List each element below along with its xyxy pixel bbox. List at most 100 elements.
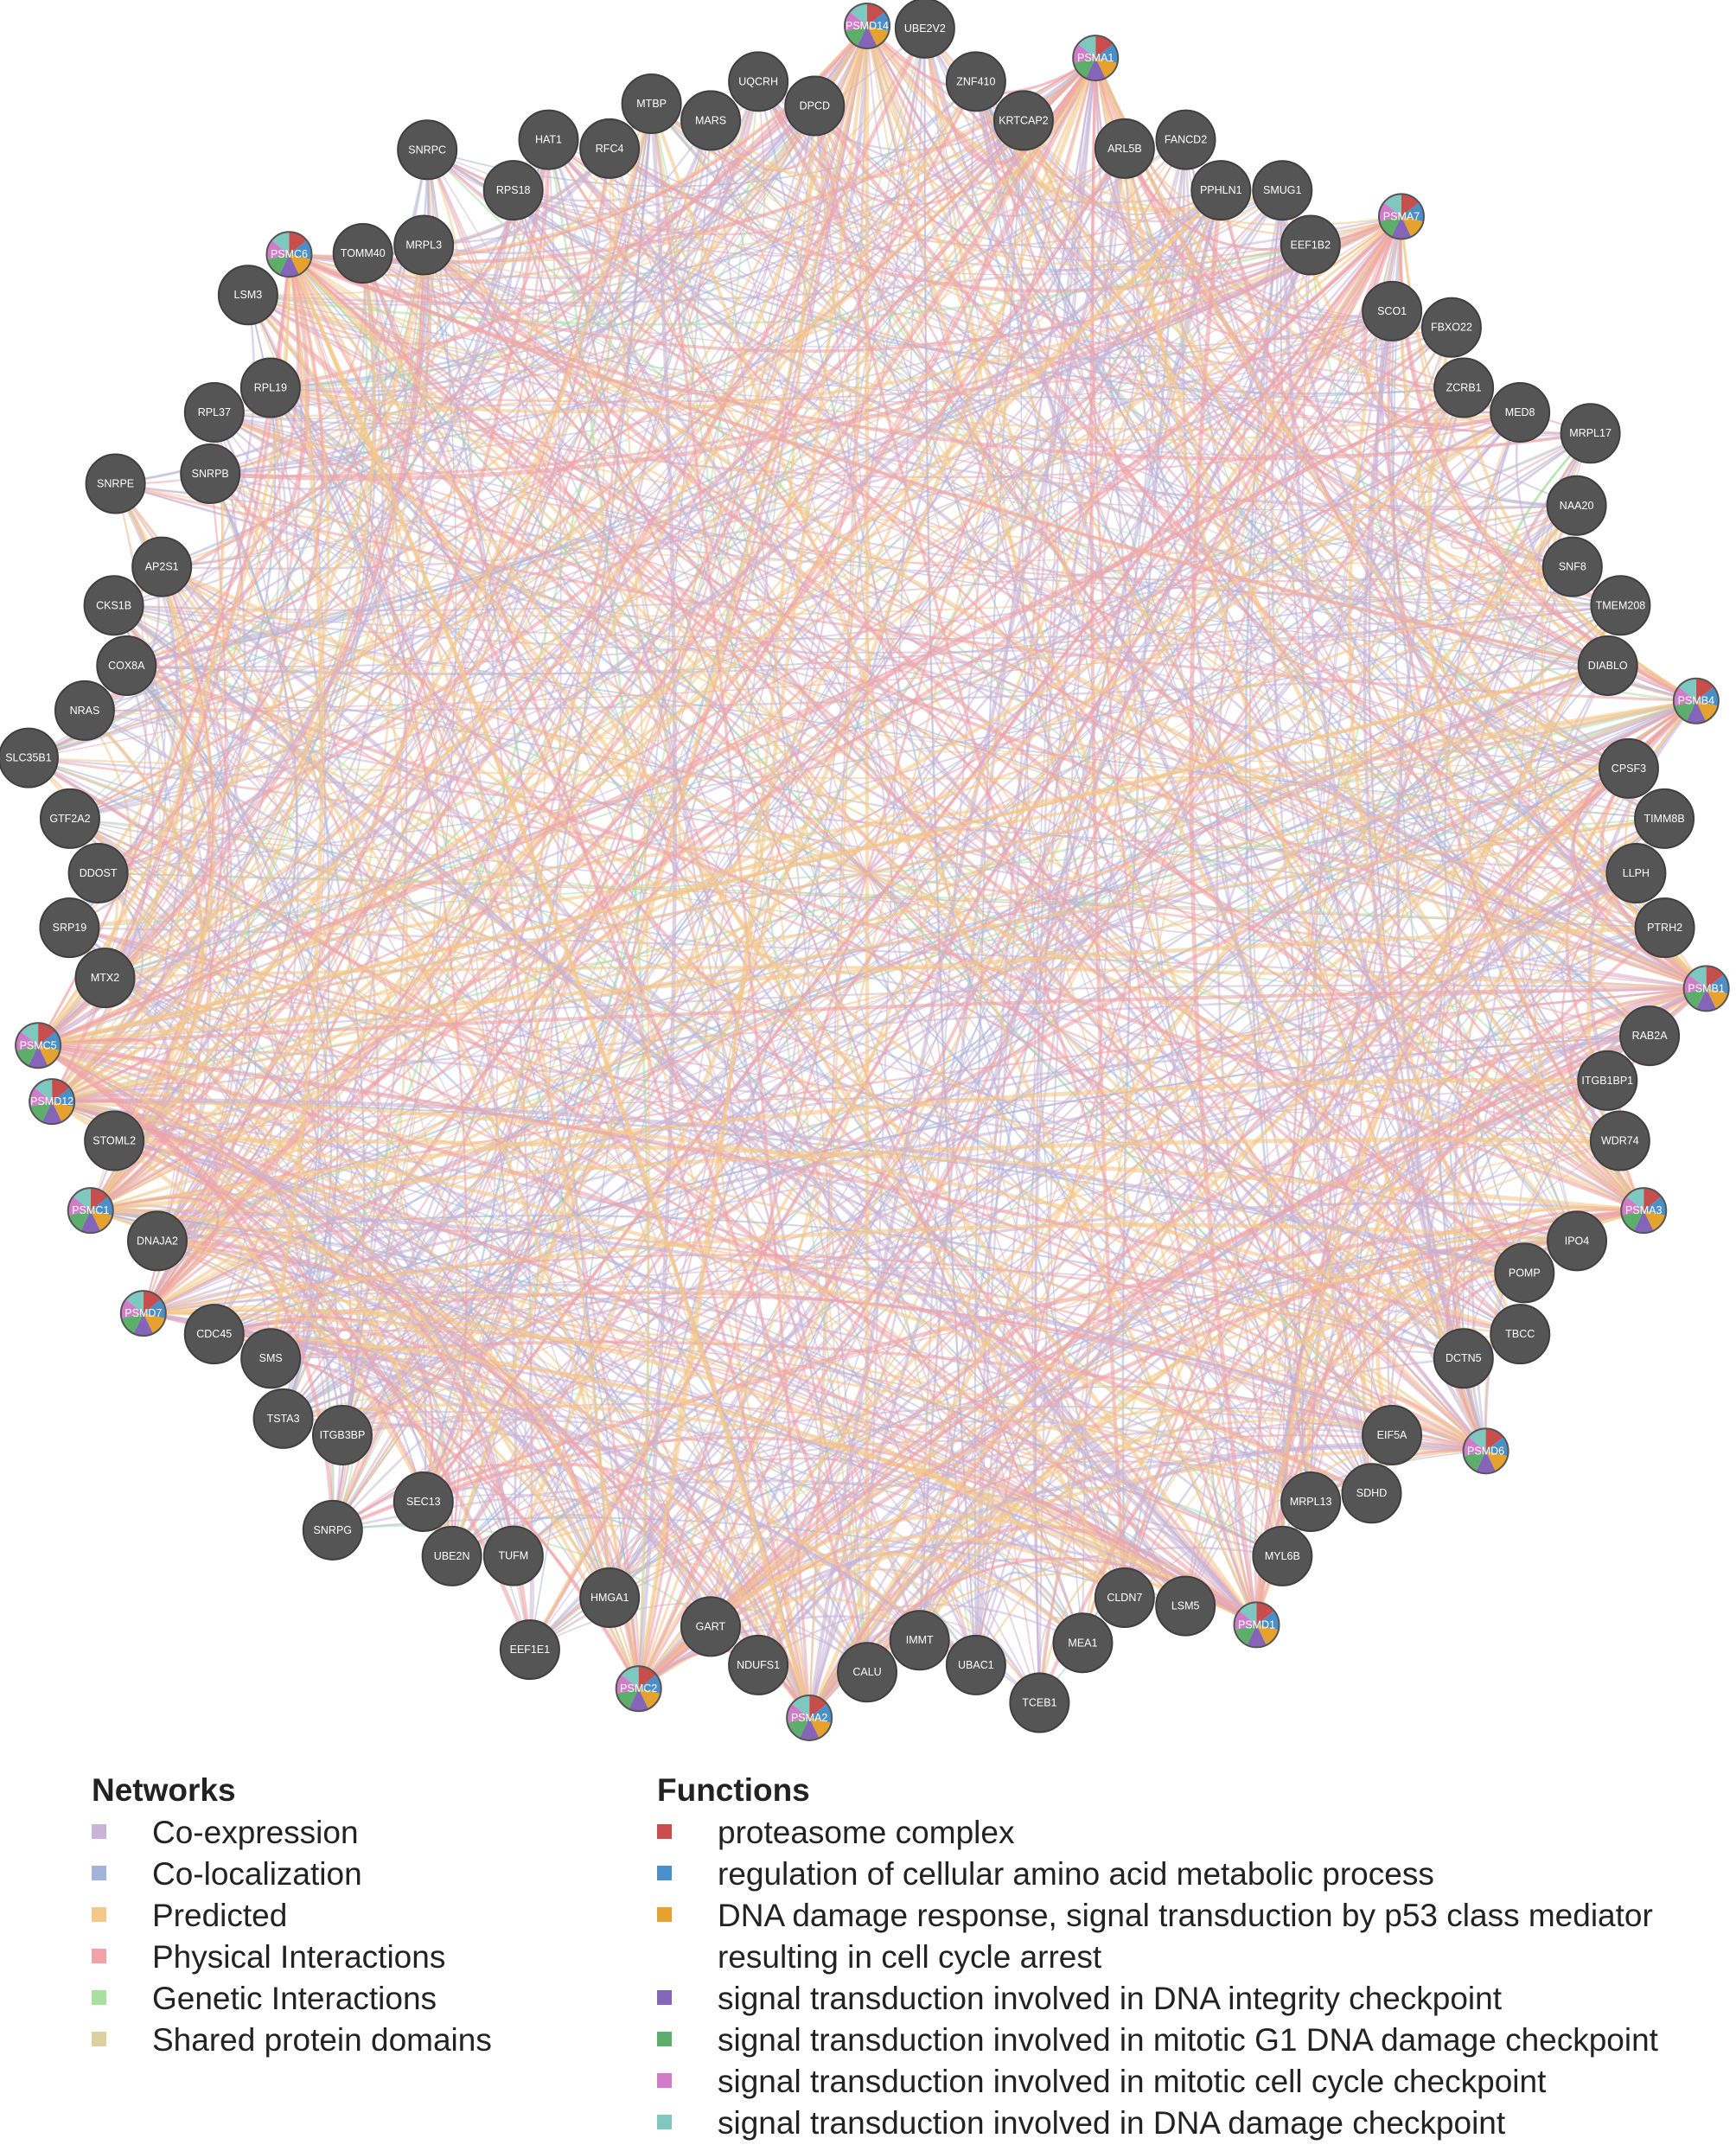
legend-item-shared-protein-domains[interactable]: Shared protein domains: [92, 2020, 628, 2061]
gene-node-zcrb1[interactable]: ZCRB1: [1433, 357, 1495, 418]
gene-node-naa20[interactable]: NAA20: [1546, 475, 1607, 536]
gene-node-mtx2[interactable]: MTX2: [74, 948, 136, 1009]
gene-node-ube2n[interactable]: UBE2N: [421, 1525, 482, 1586]
gene-node-rps18[interactable]: RPS18: [482, 160, 544, 221]
gene-node-psma7[interactable]: PSMA7: [1377, 193, 1425, 240]
legend-item-proteasome-complex[interactable]: proteasome complex: [657, 1812, 1733, 1854]
gene-node-sec13[interactable]: SEC13: [393, 1471, 454, 1533]
gene-node-ptrh2[interactable]: PTRH2: [1634, 897, 1695, 959]
gene-node-eef1b2[interactable]: EEF1B2: [1280, 214, 1341, 276]
gene-node-ddost[interactable]: DDOST: [67, 843, 129, 903]
gene-node-gart[interactable]: GART: [680, 1596, 741, 1657]
legend-item-co-localization[interactable]: Co-localization: [92, 1854, 628, 1895]
gene-node-med8[interactable]: MED8: [1490, 381, 1551, 443]
gene-node-mtbp[interactable]: MTBP: [621, 73, 682, 135]
gene-node-uqcrh[interactable]: UQCRH: [728, 51, 789, 112]
gene-node-psmb4[interactable]: PSMB4: [1672, 677, 1720, 724]
gene-node-dctn5[interactable]: DCTN5: [1433, 1328, 1494, 1389]
gene-node-immt[interactable]: IMMT: [889, 1610, 950, 1671]
gene-node-ipo4[interactable]: IPO4: [1547, 1210, 1608, 1272]
gene-node-psmd14[interactable]: PSMD14: [844, 3, 890, 49]
gene-node-srp19[interactable]: SRP19: [39, 897, 100, 959]
gene-node-slc35b1[interactable]: SLC35B1: [0, 727, 59, 788]
gene-node-psma3[interactable]: PSMA3: [1620, 1187, 1668, 1235]
gene-node-mars[interactable]: MARS: [680, 90, 742, 151]
gene-node-lsm3[interactable]: LSM3: [217, 265, 278, 326]
gene-node-rfc4[interactable]: RFC4: [579, 118, 641, 179]
gene-node-snrpe[interactable]: SNRPE: [85, 453, 146, 514]
legend-item-dna-integrity-checkpoint[interactable]: signal transduction involved in DNA inte…: [657, 1978, 1733, 2020]
gene-node-psmc6[interactable]: PSMC6: [265, 231, 313, 278]
gene-node-tceb1[interactable]: TCEB1: [1009, 1672, 1070, 1733]
gene-node-eef1e1[interactable]: EEF1E1: [499, 1619, 560, 1681]
gene-node-ap2s1[interactable]: AP2S1: [131, 536, 193, 597]
gene-node-fbxo22[interactable]: FBXO22: [1420, 297, 1482, 358]
gene-node-cox8a[interactable]: COX8A: [96, 635, 157, 696]
gene-node-ndufs1[interactable]: NDUFS1: [728, 1634, 789, 1695]
legend-item-mitotic-cell-cycle-checkpoint[interactable]: signal transduction involved in mitotic …: [657, 2061, 1733, 2103]
gene-node-tomm40[interactable]: TOMM40: [332, 223, 393, 284]
gene-node-itgb1bp1[interactable]: ITGB1BP1: [1577, 1050, 1638, 1111]
gene-node-myl6b[interactable]: MYL6B: [1252, 1525, 1313, 1586]
gene-node-mea1[interactable]: MEA1: [1052, 1612, 1114, 1674]
gene-node-snf8[interactable]: SNF8: [1541, 536, 1603, 597]
gene-node-mrpl3[interactable]: MRPL3: [393, 214, 455, 276]
gene-node-fancd2[interactable]: FANCD2: [1155, 109, 1216, 170]
gene-node-snrpb[interactable]: SNRPB: [180, 443, 241, 504]
gene-node-wdr74[interactable]: WDR74: [1589, 1110, 1650, 1171]
gene-node-cldn7[interactable]: CLDN7: [1094, 1567, 1155, 1628]
gene-node-tsta3[interactable]: TSTA3: [252, 1388, 314, 1449]
legend-item-amino-acid-metabolism[interactable]: regulation of cellular amino acid metabo…: [657, 1854, 1733, 1895]
gene-node-psmd12[interactable]: PSMD12: [29, 1078, 76, 1126]
gene-node-psmc5[interactable]: PSMC5: [15, 1022, 62, 1069]
gene-node-eif5a[interactable]: EIF5A: [1362, 1404, 1423, 1465]
legend-item-genetic-interactions[interactable]: Genetic Interactions: [92, 1978, 628, 2020]
legend-item-predicted[interactable]: Predicted: [92, 1895, 628, 1937]
gene-node-llph[interactable]: LLPH: [1605, 843, 1667, 903]
gene-node-psmd7[interactable]: PSMD7: [119, 1290, 167, 1337]
gene-node-tbcc[interactable]: TBCC: [1490, 1304, 1551, 1365]
gene-node-rab2a[interactable]: RAB2A: [1619, 1005, 1681, 1067]
gene-node-pphln1[interactable]: PPHLN1: [1190, 160, 1252, 221]
gene-node-psmb1[interactable]: PSMB1: [1682, 965, 1730, 1012]
gene-node-pomp[interactable]: POMP: [1494, 1242, 1555, 1304]
gene-node-snrpc[interactable]: SNRPC: [397, 119, 458, 181]
gene-node-nras[interactable]: NRAS: [54, 680, 115, 741]
gene-node-arl5b[interactable]: ARL5B: [1094, 118, 1155, 179]
legend-item-mitotic-g1-checkpoint[interactable]: signal transduction involved in mitotic …: [657, 2020, 1733, 2061]
gene-node-ubac1[interactable]: UBAC1: [945, 1634, 1006, 1695]
gene-node-cks1b[interactable]: CKS1B: [83, 575, 144, 636]
gene-node-hat1[interactable]: HAT1: [518, 109, 579, 170]
gene-node-znf410[interactable]: ZNF410: [945, 51, 1006, 112]
gene-node-calu[interactable]: CALU: [837, 1642, 897, 1703]
legend-item-physical-interactions[interactable]: Physical Interactions: [92, 1937, 628, 1978]
gene-node-sms[interactable]: SMS: [240, 1328, 302, 1389]
gene-node-hmga1[interactable]: HMGA1: [579, 1567, 641, 1628]
gene-node-dpcd[interactable]: DPCD: [784, 75, 846, 137]
gene-node-rpl19[interactable]: RPL19: [239, 357, 301, 418]
gene-node-sdhd[interactable]: SDHD: [1341, 1463, 1402, 1524]
gene-node-cdc45[interactable]: CDC45: [183, 1304, 245, 1365]
gene-node-mrpl13[interactable]: MRPL13: [1280, 1471, 1342, 1533]
gene-node-smug1[interactable]: SMUG1: [1252, 160, 1313, 221]
legend-item-co-expression[interactable]: Co-expression: [92, 1812, 628, 1854]
legend-item-p53-cell-cycle-arrest[interactable]: DNA damage response, signal transduction…: [657, 1895, 1733, 1937]
gene-node-psmc1[interactable]: PSMC1: [67, 1187, 114, 1235]
gene-node-snrpg[interactable]: SNRPG: [302, 1499, 363, 1561]
gene-node-lsm5[interactable]: LSM5: [1155, 1575, 1216, 1637]
gene-node-psmd1[interactable]: PSMD1: [1233, 1601, 1280, 1649]
gene-node-diablo[interactable]: DIABLO: [1577, 635, 1638, 696]
gene-node-cpsf3[interactable]: CPSF3: [1598, 737, 1659, 799]
gene-node-itgb3bp[interactable]: ITGB3BP: [311, 1404, 373, 1465]
gene-node-gtf2a2[interactable]: GTF2A2: [39, 788, 100, 849]
gene-node-dnaja2[interactable]: DNAJA2: [126, 1210, 188, 1272]
gene-node-tmem208[interactable]: TMEM208: [1590, 575, 1651, 636]
gene-node-mrpl17[interactable]: MRPL17: [1560, 403, 1621, 464]
gene-node-timm8b[interactable]: TIMM8B: [1634, 788, 1695, 849]
gene-node-krtcap2[interactable]: KRTCAP2: [992, 90, 1054, 151]
gene-node-tufm[interactable]: TUFM: [482, 1525, 544, 1586]
gene-node-rpl37[interactable]: RPL37: [183, 381, 245, 443]
gene-node-psmc2[interactable]: PSMC2: [615, 1665, 662, 1713]
gene-node-psma2[interactable]: PSMA2: [786, 1694, 833, 1741]
gene-node-sco1[interactable]: SCO1: [1362, 280, 1423, 341]
